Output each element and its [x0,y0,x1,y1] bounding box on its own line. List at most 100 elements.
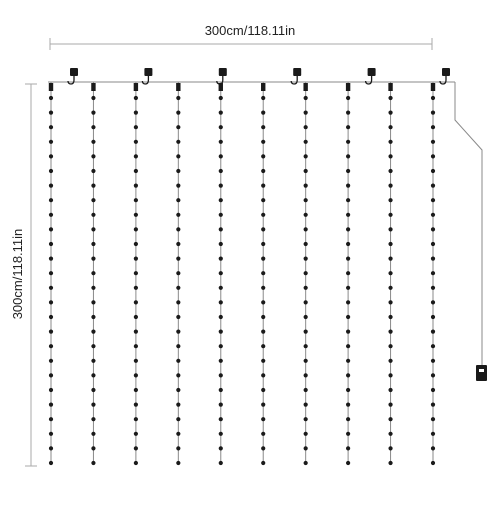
bulb [346,285,351,290]
bulb [218,241,223,247]
bulb [388,227,393,232]
bulb [218,154,223,159]
bulb [218,271,223,276]
bulb [261,446,266,451]
bulb [303,417,308,422]
bulb [133,271,138,276]
bulb [346,344,351,349]
bulb [430,110,436,115]
bulb [261,139,266,144]
hook-icon [439,68,450,85]
bulb [261,256,266,261]
bulb [303,125,308,130]
bulb [218,183,223,188]
bulb [133,402,138,407]
bulb [388,95,393,101]
bulb [346,446,351,451]
bulb [133,431,138,436]
bulb [91,110,96,115]
bulb [346,329,351,334]
bulb [430,198,436,203]
bulb [48,198,54,203]
bulb [218,227,223,232]
bulb [346,139,351,144]
bulb [303,110,308,115]
bulb [133,95,138,101]
bulb [303,198,308,203]
light-strand [430,82,436,466]
bulb [176,241,181,247]
bulb [218,300,223,305]
bulb [303,95,308,101]
bulb [91,446,96,451]
light-strand [218,82,223,466]
bulb [176,402,181,407]
bulb [430,402,436,407]
bulb [261,168,266,174]
bulb [303,241,308,247]
bulb [176,417,181,422]
bulb [91,387,96,393]
bulb [346,417,351,422]
bulb [218,212,223,217]
bulb [346,358,351,363]
bulb [48,344,54,349]
bulb [91,329,96,334]
bulb [176,139,181,144]
bulb [91,168,96,174]
bulb [48,460,54,466]
bulb [91,183,96,188]
bulb [48,168,54,174]
bulb [261,198,266,203]
bulb [176,314,181,320]
bulb [430,139,436,144]
bulb [176,271,181,276]
height-label: 300cm/118.11in [10,228,25,320]
bulb [388,139,393,144]
bulb [388,300,393,305]
bulb [303,329,308,334]
width-label: 300cm/118.11in [204,23,296,38]
bulb [133,329,138,334]
bulb [261,241,266,247]
bulb [430,373,436,378]
bulb [430,344,436,349]
bulb [430,95,436,101]
bulb [388,402,393,407]
light-strand [303,82,308,466]
bulb [261,460,266,466]
bulb [430,271,436,276]
bulb [176,227,181,232]
bulb [388,183,393,188]
bulb [91,417,96,422]
bulb [176,125,181,130]
bulb [133,256,138,261]
bulb [261,271,266,276]
bulb [303,344,308,349]
bulb [133,417,138,422]
bulb [176,212,181,217]
width-dimension-line [49,38,433,50]
bulb [303,212,308,217]
bulb [261,314,266,320]
bulb [430,314,436,320]
light-strand [133,82,139,466]
bulb [218,446,223,451]
bulb [48,431,54,436]
bulb [388,387,393,393]
bulb [346,373,351,378]
bulb [346,212,351,217]
bulb [388,154,393,159]
bulb [218,139,223,144]
bulb [303,402,308,407]
bulb [218,373,223,378]
bulb [218,125,223,130]
bulb [388,417,393,422]
bulb [48,446,54,451]
bulb [133,212,138,217]
height-dimension-line [25,83,37,467]
bulb [91,256,96,261]
bulb [303,271,308,276]
bulb [91,358,96,363]
bulb [218,417,223,422]
